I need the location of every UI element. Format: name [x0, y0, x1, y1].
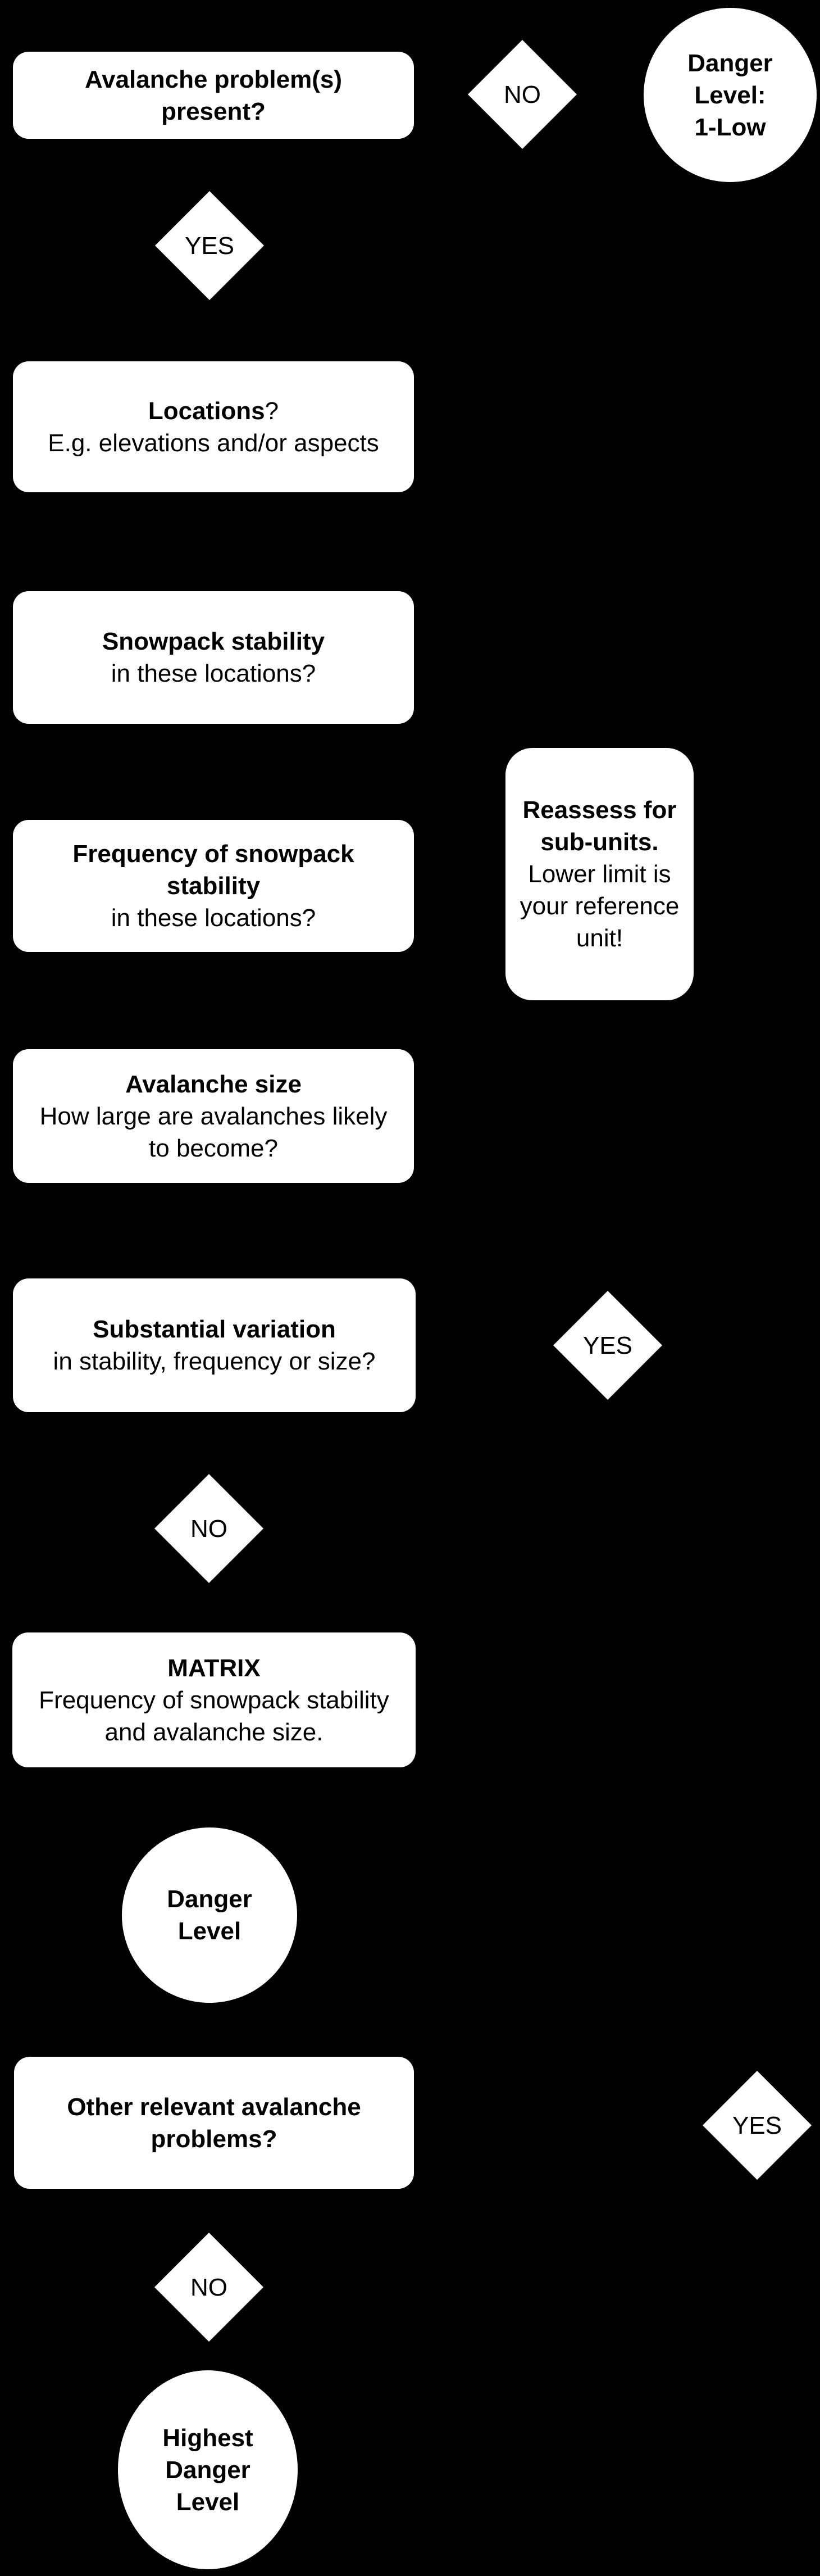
yes-label: YES — [732, 2111, 782, 2139]
node-title-line: Snowpack stability — [102, 628, 325, 655]
no-label: NO — [190, 2273, 227, 2301]
yes-label: YES — [184, 232, 235, 260]
node-title-line: stability — [166, 872, 261, 900]
terminal-title-line: Danger — [687, 49, 773, 77]
node-title-line: Locations? — [148, 395, 279, 427]
node-substantial-variation: Substantial variation in stability, freq… — [13, 1278, 416, 1412]
node-subtitle-line: Frequency of snowpack stability — [39, 1686, 389, 1714]
node-subtitle-line: and avalanche size. — [104, 1718, 324, 1746]
no-label: NO — [504, 80, 541, 108]
node-subtitle-line: Lower limit is — [528, 860, 671, 888]
terminal-title-line: Danger — [167, 1885, 252, 1913]
node-other-relevant-problems: Other relevant avalanche problems? — [14, 2057, 414, 2189]
node-title-line: Other relevant avalanche — [67, 2093, 361, 2121]
node-subtitle-line: in these locations? — [111, 904, 316, 932]
node-title-line: problems? — [151, 2125, 277, 2153]
node-title-line: sub-units. — [540, 828, 659, 856]
node-title-line: Substantial variation — [93, 1316, 336, 1343]
terminal-title-line: Danger — [165, 2456, 250, 2484]
terminal-title-line: Level — [177, 1917, 242, 1945]
terminal-title-line: 1-Low — [694, 113, 766, 141]
node-title-line: MATRIX — [167, 1654, 261, 1682]
node-title-suffix: ? — [265, 397, 279, 425]
decision-diamond-no-1: NO — [468, 40, 577, 149]
node-title-line: Reassess for — [522, 796, 677, 824]
node-subtitle-line: to become? — [149, 1134, 278, 1162]
node-title-bold: Locations — [148, 397, 265, 425]
node-subtitle-line: in these locations? — [111, 660, 316, 687]
node-reassess-sub-units: Reassess for sub-units. Lower limit is y… — [505, 748, 694, 1000]
node-subtitle-line: in stability, frequency or size? — [53, 1348, 376, 1375]
decision-diamond-no-3: NO — [154, 2233, 263, 2342]
node-title-line: Avalanche size — [125, 1070, 302, 1098]
terminal-highest-danger-level: Highest Danger Level — [118, 2370, 298, 2569]
terminal-title-line: Level: — [694, 81, 766, 109]
terminal-title-line: Highest — [162, 2424, 253, 2452]
node-snowpack-stability: Snowpack stability in these locations? — [13, 591, 414, 724]
node-matrix: MATRIX Frequency of snowpack stability a… — [12, 1632, 416, 1767]
decision-diamond-yes-3: YES — [703, 2071, 812, 2180]
decision-diamond-no-2: NO — [154, 1474, 263, 1583]
node-title-line: Frequency of snowpack — [72, 840, 354, 868]
node-avalanche-problems-present: Avalanche problem(s) present? — [13, 52, 414, 139]
node-locations: Locations? E.g. elevations and/or aspect… — [13, 361, 414, 492]
node-subtitle-line: E.g. elevations and/or aspects — [48, 429, 379, 457]
decision-diamond-yes-2: YES — [553, 1291, 662, 1400]
node-subtitle-line: How large are avalanches likely — [39, 1102, 388, 1130]
node-title-line: present? — [161, 97, 266, 125]
node-title-line: Avalanche problem(s) — [84, 65, 343, 93]
terminal-danger-level: Danger Level — [122, 1827, 297, 2003]
terminal-title-line: Level — [176, 2488, 240, 2516]
node-subtitle-line: unit! — [576, 924, 623, 952]
terminal-danger-level-1-low: Danger Level: 1-Low — [644, 8, 817, 182]
node-frequency-of-snowpack-stability: Frequency of snowpack stability in these… — [13, 820, 414, 952]
node-subtitle-line: your reference — [520, 892, 680, 920]
node-avalanche-size: Avalanche size How large are avalanches … — [13, 1049, 414, 1183]
no-label: NO — [190, 1514, 227, 1543]
decision-diamond-yes-1: YES — [155, 191, 264, 300]
yes-label: YES — [582, 1331, 633, 1359]
